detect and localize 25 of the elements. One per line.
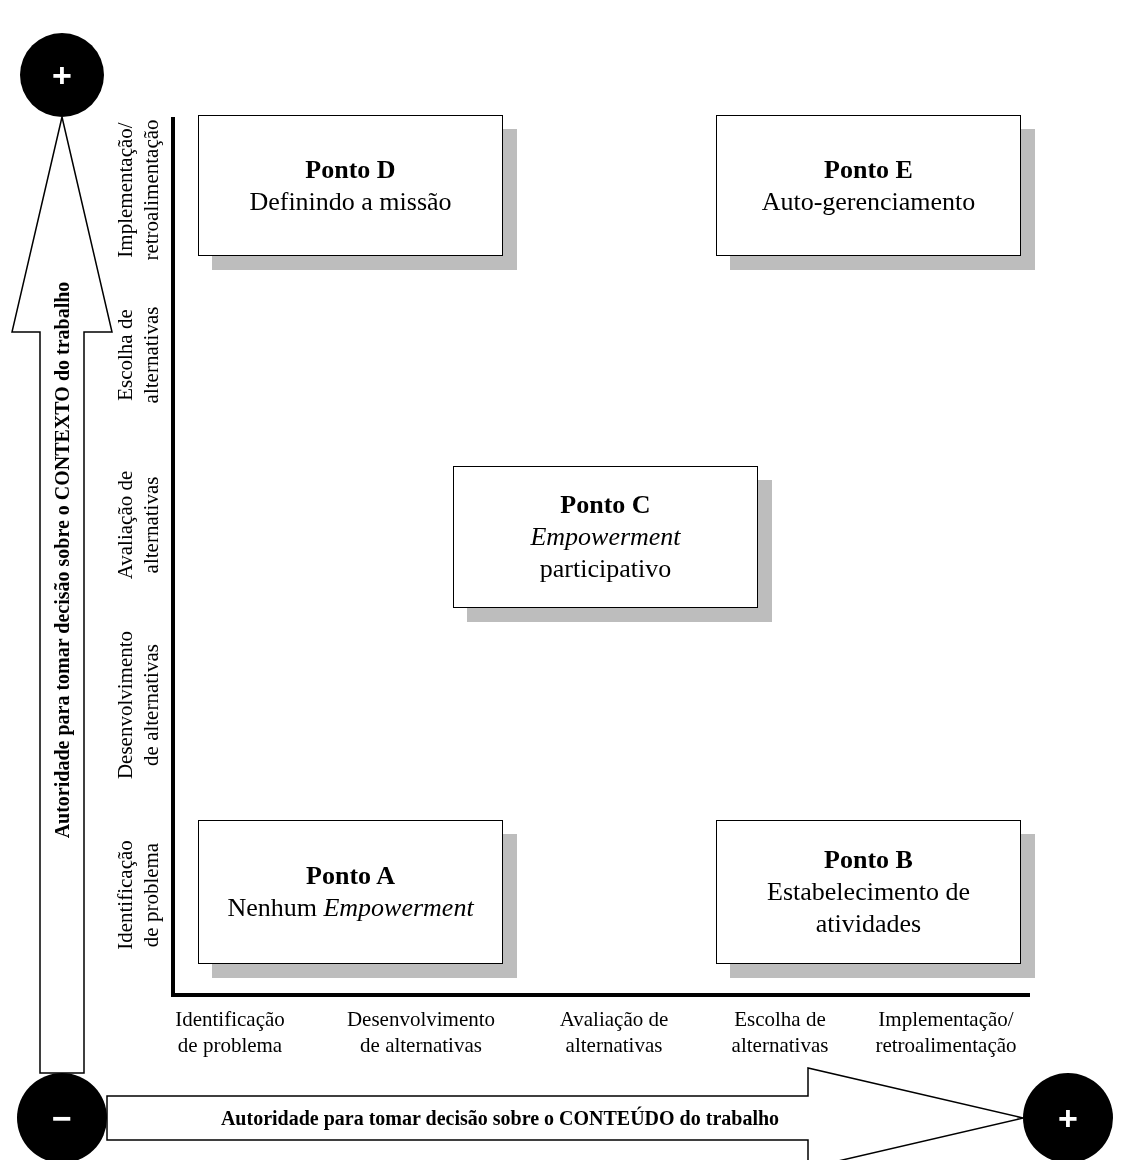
box-title: Ponto A <box>306 860 395 892</box>
axis-label: Implementação/ retroalimentação <box>111 118 164 263</box>
box-title: Ponto B <box>824 844 913 877</box>
sign-circle: − <box>17 1073 107 1160</box>
axis-label: Desenvolvimento de alternativas <box>111 629 164 782</box>
sign-circle: + <box>20 33 104 117</box>
axis-label: Identificação de problema <box>174 1006 286 1059</box>
axis-label: Escolha de alternativas <box>111 305 164 406</box>
axis-label: Desenvolvimento de alternativas <box>345 1006 497 1059</box>
box-title: Ponto E <box>824 153 913 186</box>
axis-label: Identificação de problema <box>111 839 164 952</box>
box-text: Nenhum Empowerment <box>227 892 474 924</box>
box-title: Ponto C <box>560 489 651 522</box>
edge-label: Autoridade para tomar decisão sobre o CONTEÚDO do trabalho <box>220 1107 780 1129</box>
box-text: Definindo a missão <box>249 185 452 218</box>
edge-label: Autoridade para tomar decisão sobre o CONTEXTO do trabalho <box>51 281 73 839</box>
axis-label: Avaliação de alternativas <box>558 1006 670 1059</box>
box-title: Ponto D <box>305 153 396 186</box>
sign-circle: + <box>1023 1073 1113 1160</box>
axis-label: Implementação/ retroalimentação <box>874 1006 1018 1059</box>
box-text: Estabelecimento de atividades <box>766 876 971 940</box>
axis-label: Escolha de alternativas <box>730 1006 830 1059</box>
axis-label: Avaliação de alternativas <box>111 469 164 582</box>
box-text: Empowerment participativo <box>529 521 682 585</box>
box-text: Auto-gerenciamento <box>761 185 976 218</box>
